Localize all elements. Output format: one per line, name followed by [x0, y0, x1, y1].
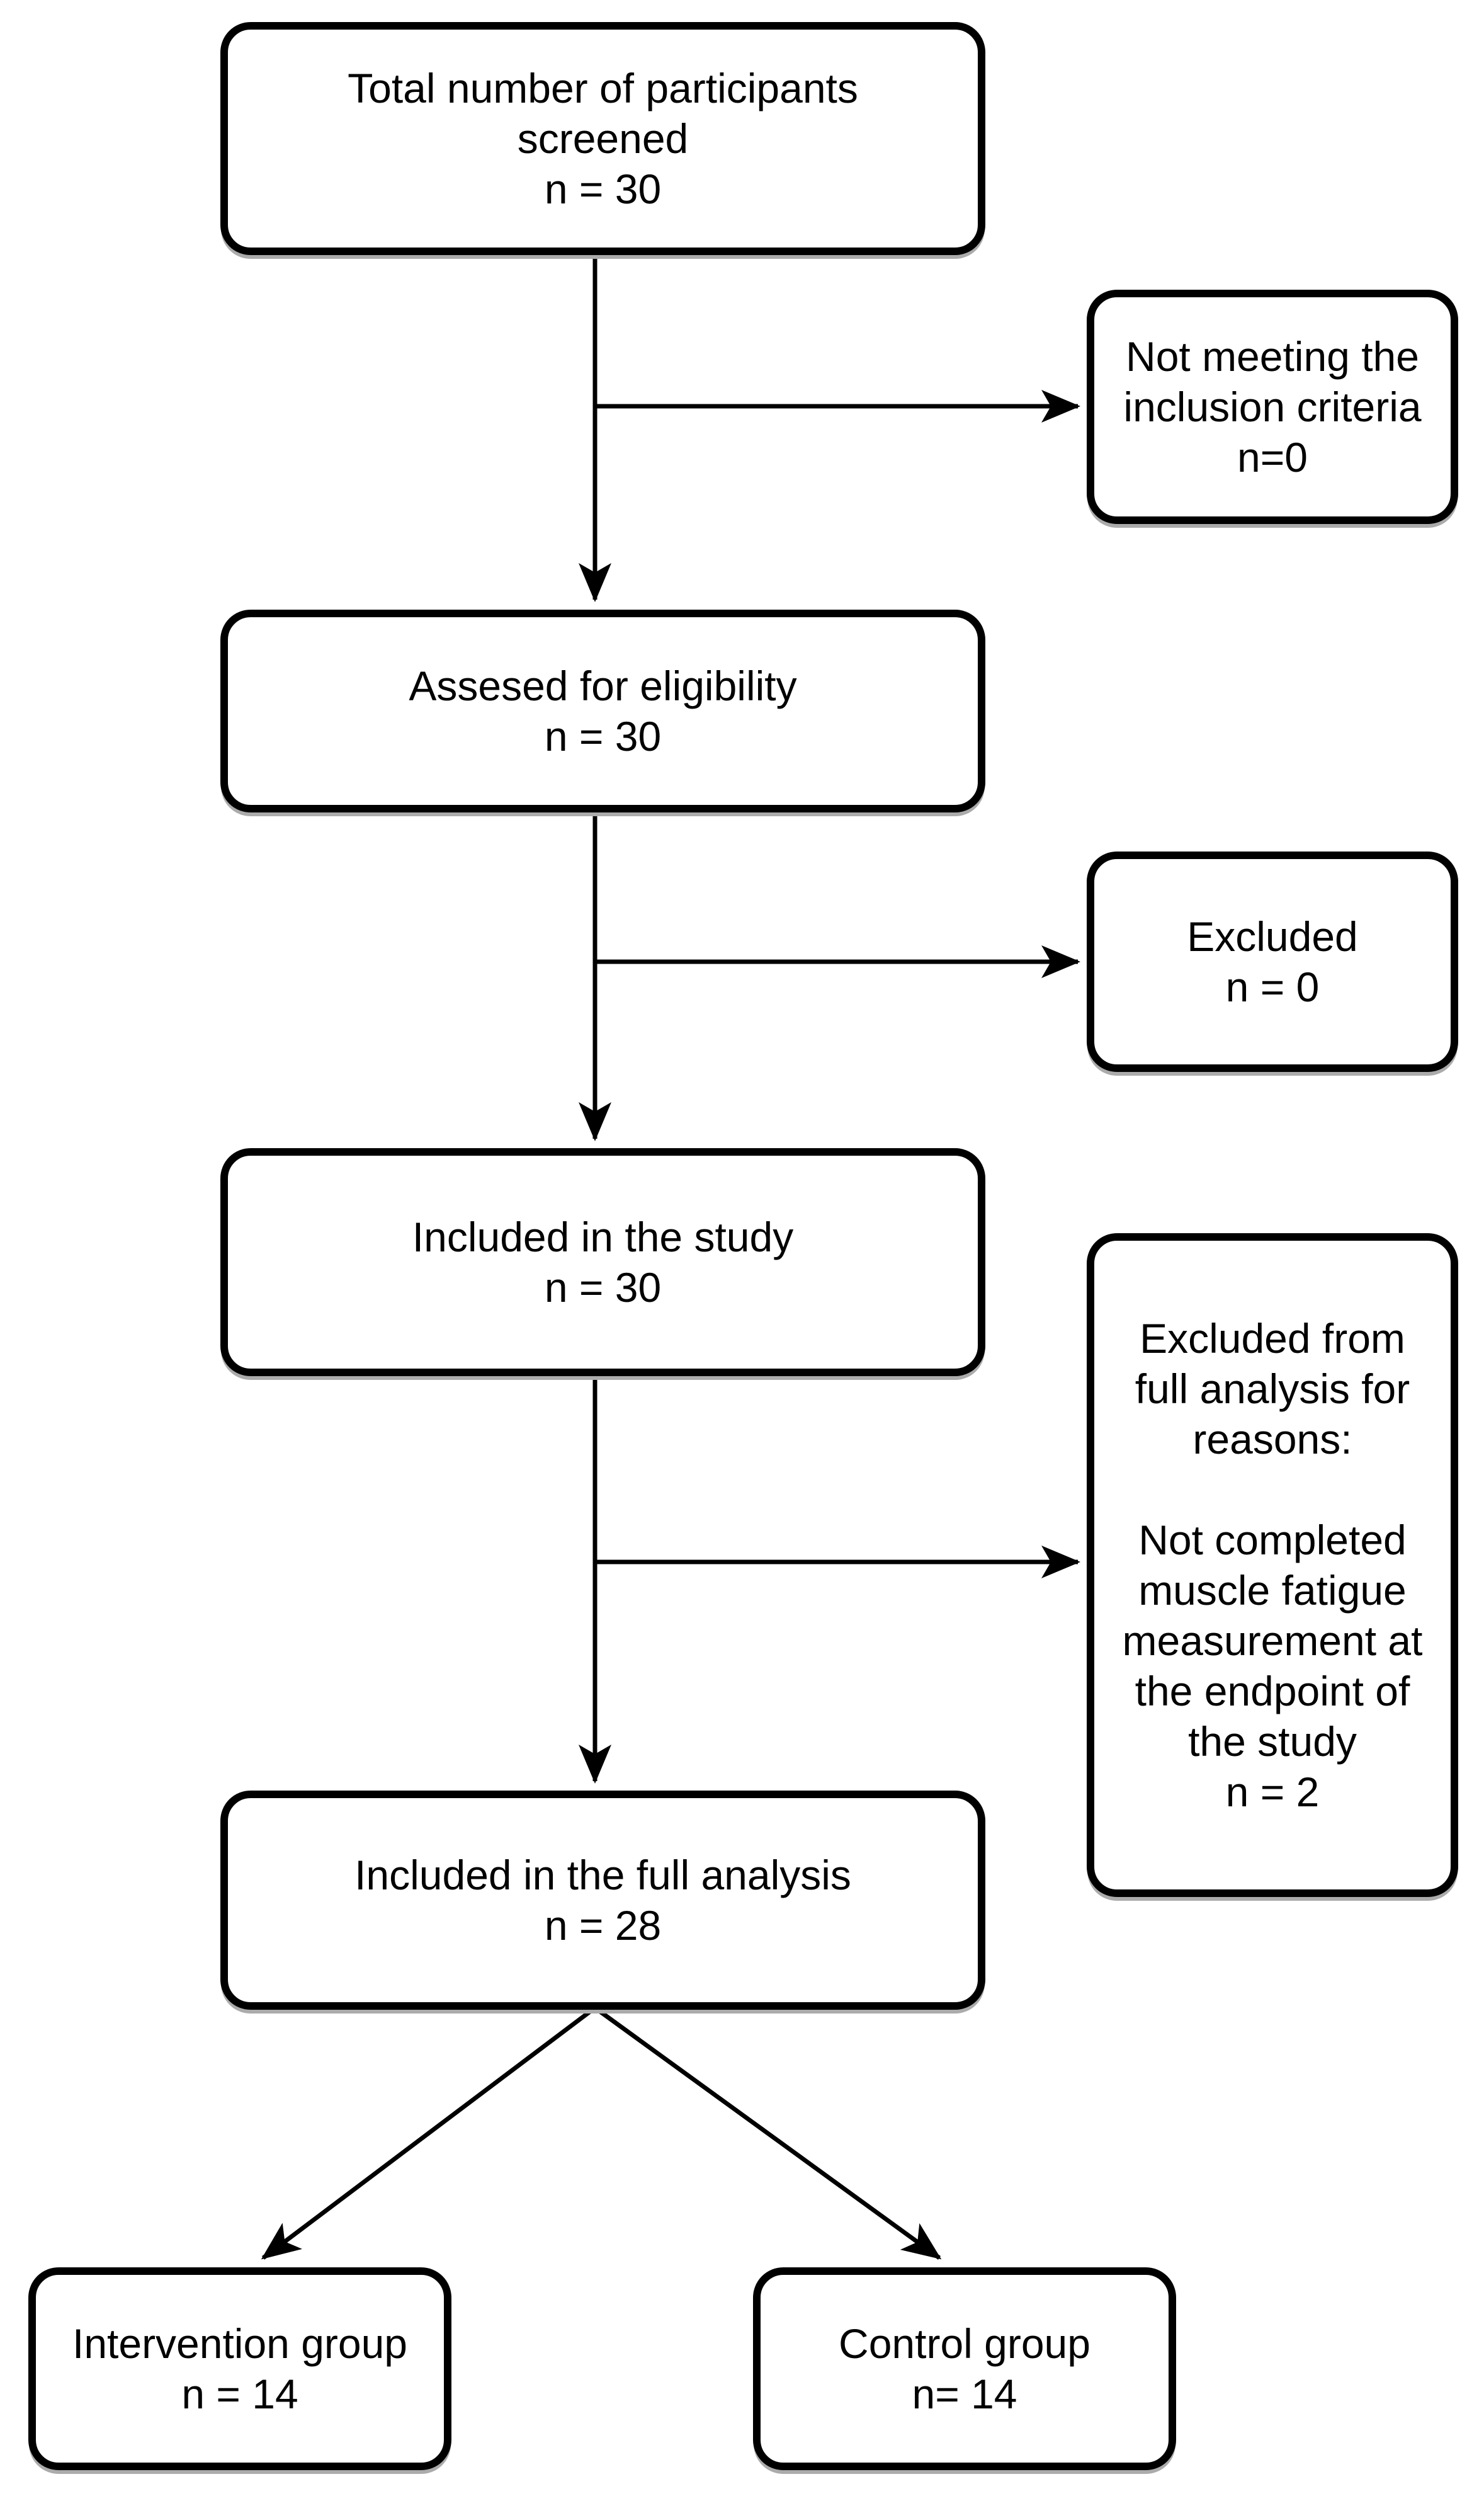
node-label: Not meeting the inclusion criteria — [1123, 333, 1422, 430]
node-count: n = 14 — [181, 2371, 298, 2417]
node-count: n=0 — [1237, 434, 1308, 481]
flow-node-excluded-from-full-analysis: Excluded from full analysis for reasons:… — [1087, 1233, 1458, 1897]
node-count: n= 14 — [912, 2371, 1017, 2417]
arrow-included-full-to-intervention — [261, 2006, 597, 2260]
node-label: Included in the full analysis — [354, 1852, 851, 1898]
flow-node-included-in-study: Included in the study n = 30 — [220, 1148, 985, 1376]
node-count: n = 30 — [544, 713, 662, 760]
node-label: Intervention group — [72, 2320, 408, 2367]
node-label: Included in the study — [412, 1214, 794, 1260]
flow-node-screened: Total number of participants screened n … — [220, 22, 985, 255]
node-count: n = 30 — [544, 166, 662, 212]
node-count: n = 2 — [1225, 1769, 1320, 1815]
node-label: Excluded from full analysis for reasons:… — [1122, 1315, 1423, 1765]
flow-node-assessed-for-eligibility: Assesed for eligibility n = 30 — [220, 610, 985, 812]
node-label: Assesed for eligibility — [409, 663, 797, 709]
flow-node-not-meeting-criteria: Not meeting the inclusion criteria n=0 — [1087, 290, 1458, 524]
node-label: Total number of participants screened — [348, 65, 858, 162]
flow-node-excluded: Excluded n = 0 — [1087, 852, 1458, 1072]
flow-node-intervention-group: Intervention group n = 14 — [28, 2267, 451, 2470]
flow-node-control-group: Control group n= 14 — [753, 2267, 1176, 2470]
node-label: Excluded — [1187, 913, 1358, 960]
node-count: n = 30 — [544, 1264, 662, 1311]
flow-node-included-in-full-analysis: Included in the full analysis n = 28 — [220, 1791, 985, 2010]
node-count: n = 0 — [1225, 964, 1320, 1010]
node-count: n = 28 — [544, 1902, 662, 1949]
arrow-included-full-to-control — [593, 2006, 942, 2260]
node-label: Control group — [839, 2320, 1090, 2367]
